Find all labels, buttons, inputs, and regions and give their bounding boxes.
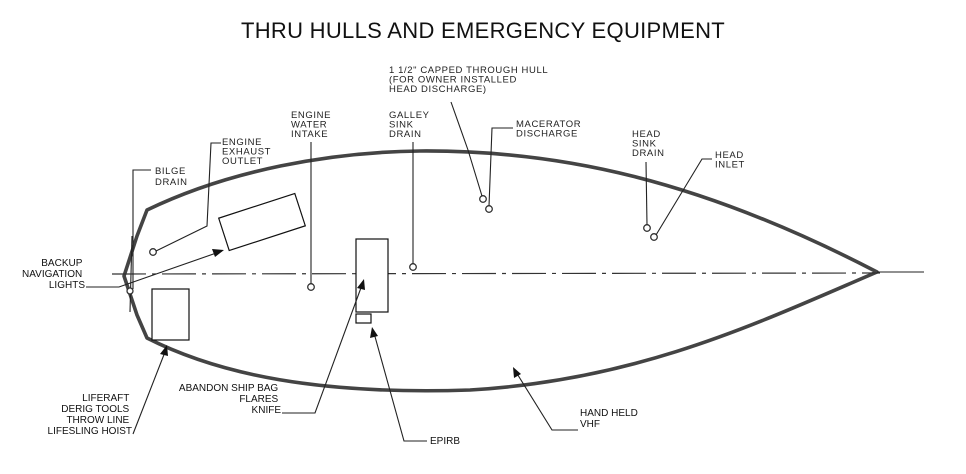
label-engine-exhaust: ENGINE EXHAUST OUTLET xyxy=(222,137,274,167)
bilge-drain-fitting xyxy=(126,287,134,295)
label-liferaft-group: LIFERAFT DERIG TOOLS THROW LINE LIFESLIN… xyxy=(48,393,132,437)
leader-engine-exhaust xyxy=(155,142,221,252)
label-epirb: EPIRB xyxy=(430,436,460,447)
label-handheld-vhf: HAND HELD VHF xyxy=(580,408,641,430)
exhaust-fitting xyxy=(149,248,157,256)
leader-epirb xyxy=(373,332,427,442)
engine-exhaust-box xyxy=(217,192,307,252)
epirb-arrowhead xyxy=(370,327,378,338)
diagram-title: THRU HULLS AND EMERGENCY EQUIPMENT xyxy=(241,18,725,43)
label-head-inlet: HEAD INLET xyxy=(715,150,747,171)
label-head-sink-drain: HEAD SINK DRAIN xyxy=(632,129,665,159)
label-galley-sink-drain: GALLEY SINK DRAIN xyxy=(389,110,433,140)
hull-outline xyxy=(122,149,879,393)
liferaft-box xyxy=(151,288,190,341)
label-engine-water-intake: ENGINE WATER INTAKE xyxy=(291,110,334,140)
leader-liferaft xyxy=(132,351,166,435)
abandon-ship-bag-box xyxy=(355,238,389,313)
abandon-ship-arrowhead xyxy=(357,279,365,290)
leader-bilge-drain xyxy=(132,169,151,289)
leader-nav-lights xyxy=(86,250,223,288)
capped-hull-fitting xyxy=(479,195,487,203)
label-backup-nav-lights: BACKUP NAVIGATION LIGHTS xyxy=(22,258,85,291)
leader-head-sink xyxy=(645,161,648,226)
liferaft-arrowhead xyxy=(160,345,168,356)
engine-intake-fitting xyxy=(307,283,315,291)
leader-macerator xyxy=(488,127,513,207)
nav-lights-arrowhead xyxy=(212,249,224,257)
leader-vhf xyxy=(515,371,578,431)
label-macerator-discharge: MACERATOR DISCHARGE xyxy=(516,119,584,140)
leader-head-inlet xyxy=(655,158,712,236)
label-capped-through-hull: 1 1/2" CAPPED THROUGH HULL (FOR OWNER IN… xyxy=(389,65,551,95)
epirb-box xyxy=(355,313,372,324)
macerator-fitting xyxy=(485,205,493,213)
vhf-arrowhead xyxy=(513,367,521,378)
label-abandon-ship-group: ABANDON SHIP BAG FLARES KNIFE xyxy=(179,383,281,416)
galley-drain-fitting xyxy=(409,263,417,271)
leader-capped-hull xyxy=(450,101,483,197)
head-inlet-fitting xyxy=(650,233,658,241)
leader-abandon-ship xyxy=(282,284,363,414)
label-bilge-drain: BILGE DRAIN xyxy=(155,166,189,188)
centerline xyxy=(111,272,881,275)
head-sink-fitting xyxy=(643,224,651,232)
